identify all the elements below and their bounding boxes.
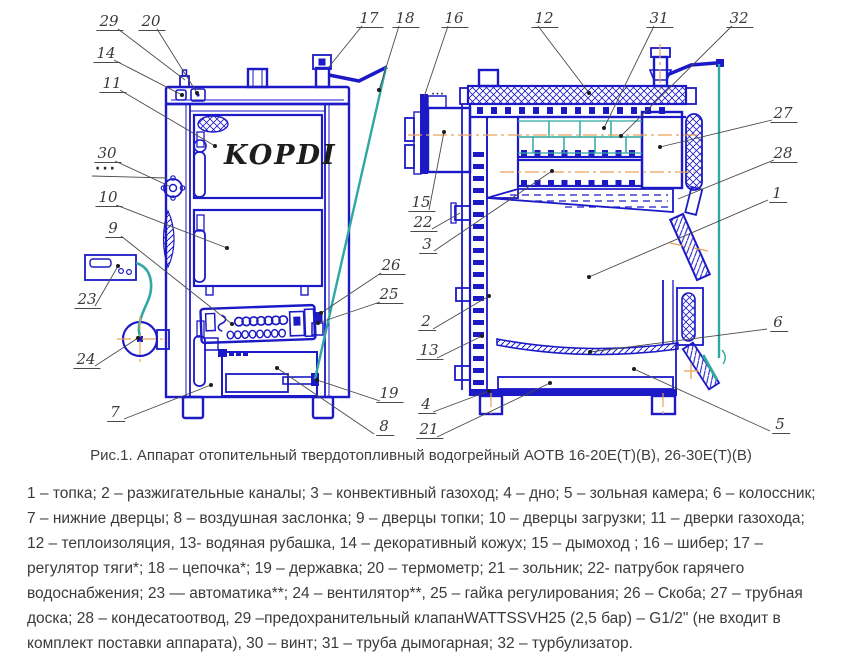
loading-door-10 (192, 208, 324, 288)
callout-6: 6 (770, 315, 788, 332)
callout-4: 4 (418, 397, 436, 414)
callout-12: 12 (531, 11, 559, 28)
control-cable (135, 261, 153, 337)
callout-13: 13 (416, 343, 444, 360)
screw-30 (160, 175, 186, 201)
callout-7: 7 (107, 405, 125, 422)
callout-17: 17 (356, 11, 384, 28)
damper-16 (420, 94, 428, 174)
callout-30: 30 (94, 146, 122, 163)
draft-regulator-17 (312, 54, 388, 89)
callout-26: 26 (378, 258, 406, 275)
callout-1: 1 (769, 186, 787, 203)
firebox-door-9 (199, 303, 317, 345)
callout-24: 24 (73, 352, 101, 369)
callout-16: 16 (441, 11, 469, 28)
callout-9: 9 (105, 221, 123, 238)
ash-box-21 (497, 376, 674, 390)
thermometer-20 (190, 88, 206, 102)
figure-caption: Рис.1. Аппарат отопительный твердотоплив… (90, 447, 752, 464)
tube-plate-27 (640, 110, 684, 190)
automation-unit-23 (84, 254, 137, 281)
parts-legend: 1 – топка; 2 – разжигательные каналы; 3 … (27, 485, 816, 652)
callout-28: 28 (770, 146, 798, 163)
teal-accents (135, 64, 726, 381)
door-handle (193, 131, 207, 198)
callout-22: 22 (410, 215, 438, 232)
centerlines (117, 44, 709, 417)
callout-15: 15 (408, 195, 436, 212)
callout-2: 2 (418, 314, 436, 331)
callout-29: 29 (96, 14, 124, 31)
bottom-4 (470, 389, 677, 396)
callout-20: 20 (138, 14, 166, 31)
chain-18 (313, 66, 388, 380)
condensate-drain-28 (684, 185, 704, 216)
callout-3: 3 (419, 237, 437, 254)
front-view (84, 54, 388, 420)
callout-5: 5 (772, 417, 790, 434)
callout-8: 8 (376, 419, 394, 436)
ellipsis-marks: ··· (95, 161, 117, 177)
ignition-channels-2 (473, 117, 488, 390)
insulation-12 (466, 84, 688, 106)
callout-21: 21 (416, 422, 444, 439)
turbulators-32 (518, 120, 642, 154)
callout-14: 14 (93, 46, 121, 63)
callout-19: 19 (376, 386, 404, 403)
callout-32: 32 (726, 11, 754, 28)
callout-31: 31 (646, 11, 674, 28)
callout-23: 23 (74, 292, 102, 309)
side-view (404, 47, 724, 416)
hot-water-stub-22 (450, 202, 471, 224)
callout-10: 10 (95, 190, 123, 207)
boiler-drawing: KOPDI (84, 25, 775, 438)
callout-27: 27 (770, 106, 798, 123)
safety-valve-29 (179, 69, 190, 88)
ellipsis-marks-small: ··· (431, 90, 445, 100)
grate-6 (496, 338, 679, 356)
callout-25: 25 (376, 287, 404, 304)
firebox-ceiling (486, 188, 674, 213)
callout-18: 18 (392, 11, 420, 28)
leader-lines (91, 25, 775, 438)
kordi-logo: KOPDI (223, 140, 337, 171)
air-damper-8 (225, 373, 289, 393)
bracket-26 (313, 312, 323, 322)
chimney-15 (404, 94, 472, 175)
callout-11: 11 (99, 76, 127, 93)
